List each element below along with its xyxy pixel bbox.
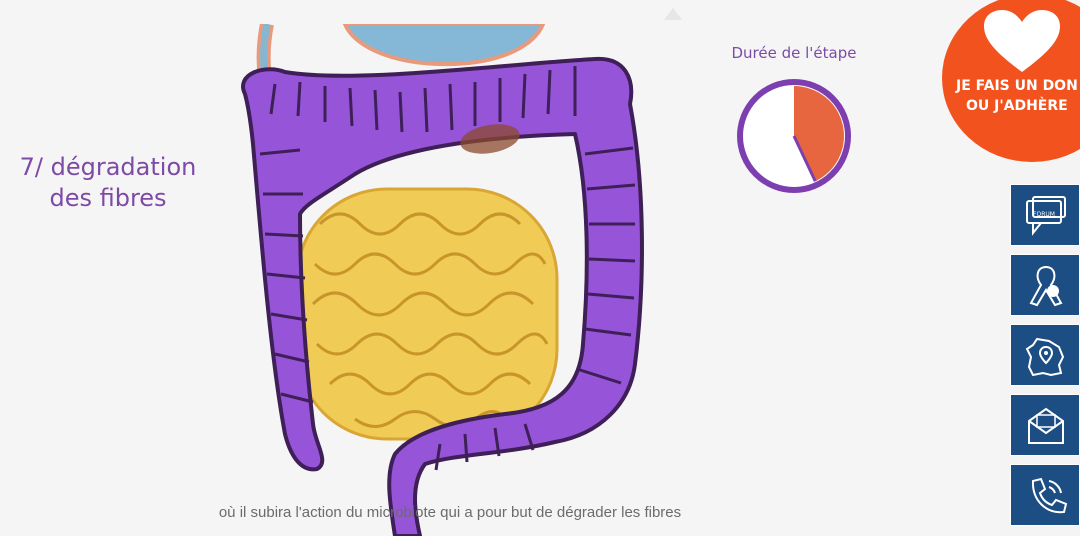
ribbon-icon [1023, 263, 1069, 309]
heart-icon [982, 8, 1062, 74]
mail-icon [1023, 403, 1069, 449]
donate-label-line1: JE FAIS UN DON [956, 76, 1080, 96]
sidebar-ribbon-button[interactable] [1010, 254, 1080, 316]
forum-icon: FORUM [1023, 193, 1069, 239]
forum-icon-label: FORUM [1033, 211, 1055, 218]
digestive-system-illustration [205, 24, 655, 536]
step-duration-timer [734, 76, 854, 196]
small-intestine [297, 189, 557, 439]
sidebar-forum-button[interactable]: FORUM [1010, 184, 1080, 246]
video-subtitle: où il subira l'action du microbiote qui … [140, 504, 760, 521]
sidebar-map-button[interactable] [1010, 324, 1080, 386]
france-map-icon [1023, 333, 1069, 379]
video-stage: 7/ dégradation des fibres [0, 0, 1000, 536]
phone-icon [1023, 473, 1069, 519]
donate-label: JE FAIS UN DON OU J'ADHÈRE [956, 76, 1080, 116]
step-title-line1: 7/ dégradation [10, 152, 206, 183]
duration-label: Durée de l'étape [716, 44, 872, 62]
sidebar-phone-button[interactable] [1010, 464, 1080, 526]
sidebar-mail-button[interactable] [1010, 394, 1080, 456]
step-title-line2: des fibres [10, 183, 206, 214]
step-title: 7/ dégradation des fibres [10, 152, 206, 214]
donate-label-line2: OU J'ADHÈRE [956, 96, 1080, 116]
scroll-up-icon[interactable] [662, 6, 684, 22]
